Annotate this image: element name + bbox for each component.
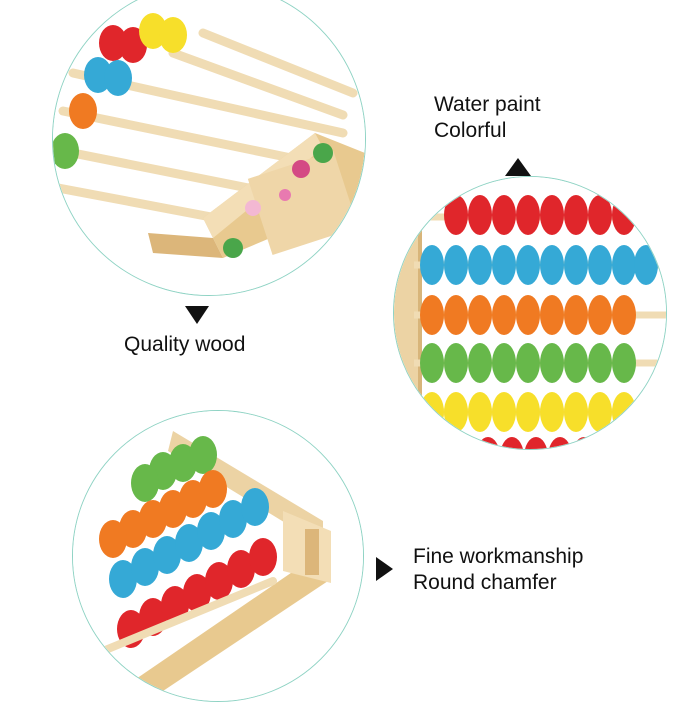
water-paint-text: Water paint [434, 93, 541, 116]
quality-wood-caption: Quality wood [124, 332, 245, 358]
triangle-right-icon [376, 557, 393, 581]
colorful-beads-photo [393, 176, 667, 450]
quality-wood-photo [52, 0, 366, 296]
colorful-text: Colorful [434, 119, 507, 142]
triangle-down-icon [185, 306, 209, 324]
fine-workmanship-caption: Fine workmanship Round chamfer [413, 544, 583, 596]
abacus-frame-closeup [53, 0, 365, 295]
round-chamfer-text: Round chamfer [413, 571, 557, 594]
quality-wood-text: Quality wood [124, 333, 246, 356]
fine-workmanship-photo [72, 410, 364, 702]
chamfered-corner-closeup [73, 411, 363, 701]
water-paint-caption: Water paint Colorful [434, 92, 541, 144]
triangle-up-icon [505, 158, 531, 176]
bead-rows-closeup [394, 177, 666, 449]
fine-workmanship-text: Fine workmanship [413, 545, 584, 568]
